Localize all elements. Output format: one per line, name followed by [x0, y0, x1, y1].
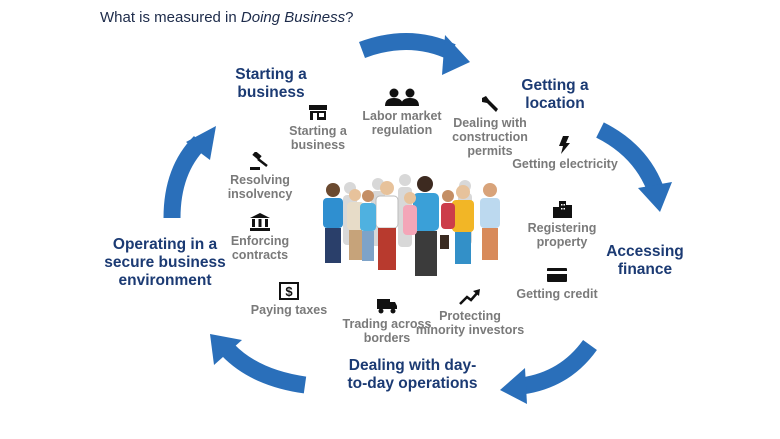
arrowhead-top — [442, 35, 470, 75]
title-italic: Doing Business — [240, 9, 346, 26]
indicator-label: Paying taxes — [250, 303, 328, 317]
indicator-minority-investors: Protecting minority investors — [415, 288, 525, 337]
indicator-label: Protecting minority investors — [415, 309, 525, 337]
indicator-labor-market: Labor market regulation — [347, 88, 457, 137]
indicator-label: Labor market regulation — [362, 109, 442, 137]
title-prefix: What is measured in — [100, 9, 241, 26]
wrench-icon — [482, 96, 498, 112]
indicator-label: Resolving insolvency — [227, 173, 293, 201]
indicator-registering-property: Registering property — [507, 200, 617, 249]
arrow-right — [596, 122, 663, 192]
lightning-icon — [559, 136, 570, 154]
indicator-enforcing-contracts: Enforcing contracts — [205, 213, 315, 262]
indicator-label: Getting credit — [516, 287, 598, 301]
arrowhead-right — [638, 182, 672, 212]
indicator-trading-borders: Trading across borders — [332, 296, 442, 345]
indicator-label: Trading across borders — [342, 317, 432, 345]
indicator-label: Starting a business — [289, 124, 347, 152]
credit-card-icon — [547, 268, 567, 282]
title-suffix: ? — [345, 9, 354, 26]
diagram-title: What is measured in Doing Business? — [100, 9, 353, 26]
indicator-getting-electricity: Getting electricity — [510, 136, 620, 171]
arrow-top — [359, 33, 456, 60]
arrowhead-left — [186, 126, 216, 160]
arrowhead-bottom-left — [210, 334, 242, 365]
stage-starting-business: Starting a business — [235, 66, 307, 101]
crowd-illustration — [323, 174, 500, 276]
indicator-construction-permits: Dealing with construction permits — [435, 95, 545, 158]
storefront-icon — [309, 105, 327, 120]
dollar-bill-icon: $ — [279, 282, 299, 300]
trend-up-icon — [459, 289, 480, 305]
indicator-label: Enforcing contracts — [230, 234, 290, 262]
indicator-label: Registering property — [527, 221, 597, 249]
gavel-icon — [250, 152, 268, 170]
indicator-label: Dealing with construction permits — [452, 116, 528, 158]
arrowhead-bottom-right — [500, 368, 527, 404]
indicator-label: Getting electricity — [512, 157, 618, 171]
stage-day-to-day-operations: Dealing with day-to-day operations — [347, 357, 478, 392]
indicator-resolving-insolvency: Resolving insolvency — [205, 152, 315, 201]
stage-getting-location: Getting a location — [521, 77, 589, 112]
indicator-starting-business: Starting a business — [263, 103, 373, 152]
arrow-bottom-left — [221, 343, 307, 394]
courthouse-icon — [250, 213, 270, 231]
indicator-getting-credit: Getting credit — [502, 266, 612, 301]
indicator-paying-taxes: $ Paying taxes — [234, 282, 344, 317]
arrow-bottom-right — [520, 339, 597, 395]
people-icon — [385, 88, 419, 106]
stage-accessing-finance: Accessing finance — [606, 243, 684, 278]
arrow-left — [163, 135, 207, 219]
truck-icon — [377, 299, 397, 314]
stage-secure-environment: Operating in a secure business environme… — [104, 236, 226, 289]
buildings-icon — [553, 201, 572, 218]
svg-text:$: $ — [285, 284, 293, 299]
